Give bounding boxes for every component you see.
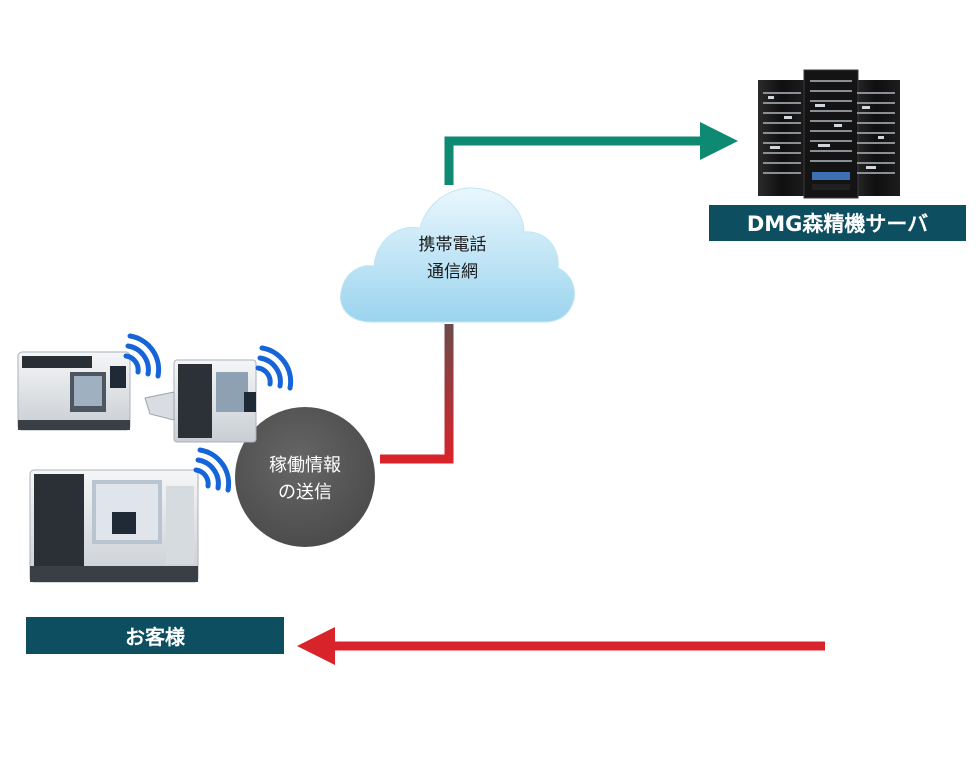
cnc-machine-icon — [144, 359, 257, 443]
arrow-server-to-customer — [297, 250, 826, 665]
transmit-label-line2: の送信 — [278, 482, 332, 503]
arrow-cloud-to-server — [444, 122, 738, 185]
cnc-machine-icon — [17, 351, 131, 431]
wifi-signal-icon — [193, 447, 232, 493]
cloud-label: 携帯電話 通信網 — [380, 232, 525, 286]
server-rack-icon — [758, 69, 900, 199]
wifi-signal-icon — [255, 345, 294, 391]
arrow-transmit-to-cloud — [380, 324, 454, 464]
transmit-label-line1: 稼働情報 — [269, 455, 341, 476]
wifi-signal-icon — [123, 333, 162, 379]
customer-label: お客様 — [26, 617, 284, 654]
cnc-machine-icon — [29, 469, 199, 583]
cloud-icon — [340, 187, 575, 323]
transmit-circle — [235, 407, 375, 547]
cloud-label-line2: 通信網 — [427, 262, 478, 282]
cloud-label-line1: 携帯電話 — [418, 235, 487, 255]
server-label: DMG森精機サーバ — [709, 205, 966, 241]
transmit-label: 稼働情報 の送信 — [240, 452, 370, 506]
